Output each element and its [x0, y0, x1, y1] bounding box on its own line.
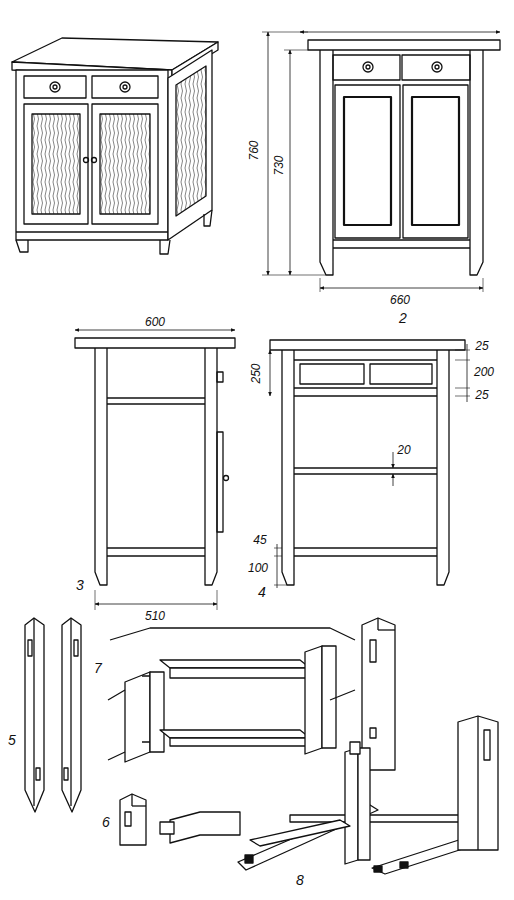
front-view — [262, 32, 500, 292]
base-frame — [238, 716, 498, 874]
figure-number-label: 6 — [101, 816, 111, 829]
dimension-label: 25 — [474, 340, 489, 353]
side-view — [75, 330, 235, 610]
figure-number-label: 4 — [257, 586, 267, 599]
mortise-tenon — [120, 794, 240, 845]
figure-number-label: 2 — [398, 312, 408, 325]
figure-number-label: 8 — [295, 874, 305, 887]
dimension-label: 600 — [144, 316, 166, 329]
dimension-label: 45 — [252, 534, 267, 547]
frame-view — [270, 340, 470, 588]
perspective-cabinet — [12, 38, 218, 254]
figure-number-label: 3 — [75, 579, 85, 592]
dimension-label: 660 — [389, 294, 411, 307]
dimension-label: 510 — [144, 610, 166, 623]
dimension-label: 20 — [396, 444, 411, 457]
dimension-label: 100 — [247, 562, 269, 575]
dimension-label: 200 — [473, 366, 495, 379]
dimension-label: 250 — [250, 362, 263, 384]
dimension-label: 730 — [273, 154, 286, 176]
figure-number-label: 7 — [93, 662, 103, 675]
leg-posts — [25, 618, 81, 812]
dimension-label: 760 — [248, 139, 261, 161]
figure-number-label: 5 — [7, 734, 17, 747]
dimension-label: 25 — [474, 389, 489, 402]
side-frame — [108, 618, 395, 770]
